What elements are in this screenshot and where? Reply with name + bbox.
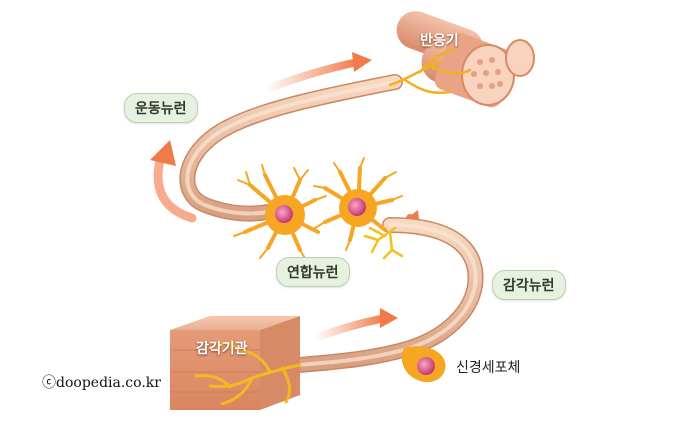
sensory-neuron-label: 감각뉴런	[492, 270, 566, 300]
effector-muscle	[396, 11, 535, 108]
sense-organ	[170, 316, 300, 410]
sensory-receptor-endings	[194, 341, 302, 406]
interneuron-left	[233, 164, 327, 261]
copyright-credit: ⓒdoopedia.co.kr	[42, 375, 161, 391]
sensory-cell-body	[401, 346, 446, 383]
arrow-bottom	[311, 308, 398, 342]
motor-endings	[388, 48, 472, 95]
arrow-left	[150, 140, 197, 223]
interneuron-right	[313, 157, 403, 251]
interneuron-label: 연합뉴런	[276, 257, 350, 287]
motor-neuron-label: 운동뉴런	[124, 93, 198, 123]
sense-organ-label: 감각기관	[196, 341, 248, 357]
sensory-terminals	[363, 226, 404, 260]
arrow-top	[261, 52, 372, 94]
sensory-neuron-axon	[292, 217, 484, 373]
effector-label: 반응기	[420, 33, 459, 49]
cell-body-label: 신경세포체	[456, 360, 521, 376]
